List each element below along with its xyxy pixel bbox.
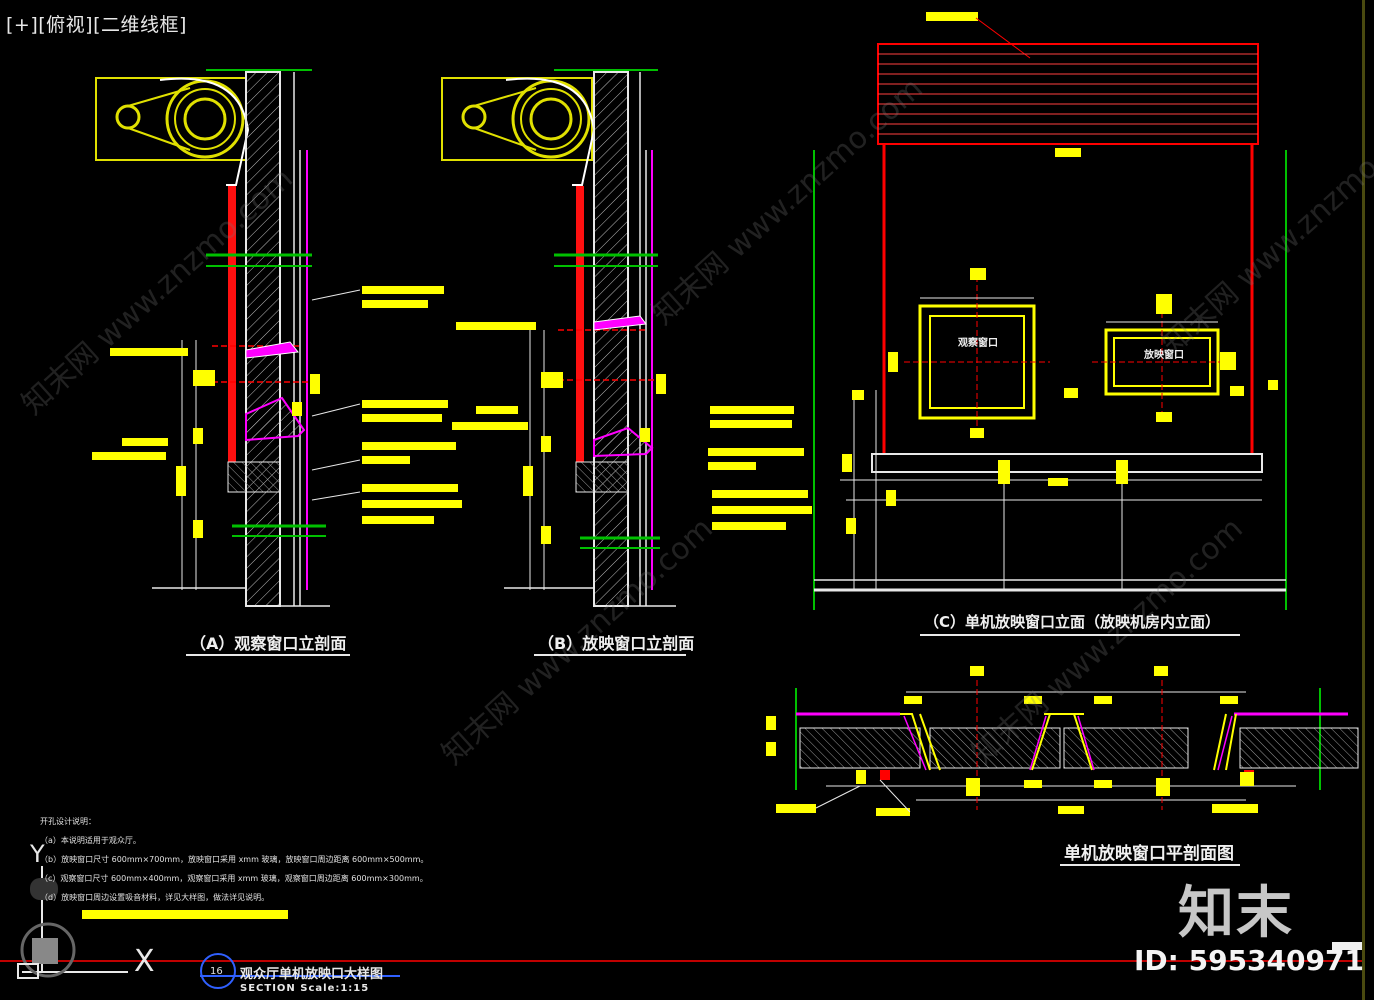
title-block-scale: SECTION Scale:1:15 [240,983,370,994]
ucs-x-label: X [134,944,155,979]
notes-line: （d）放映窗口周边设置吸音材料，详见大样图，做法详见说明。 [40,893,270,902]
observation-window-label: 观察窗口 [958,338,998,349]
view-cube-selector[interactable]: [俯视] [38,14,94,36]
ucs-icon [17,866,128,979]
projection-window-label: 放映窗口 [1144,350,1184,361]
viewport-plus-button[interactable]: [+] [6,14,39,36]
visual-style-selector[interactable]: [二维线框] [93,14,187,36]
section-b-drawing [441,69,812,607]
elevation-c-title: （C）单机放映窗口立面（放映机房内立面） [924,613,1221,631]
section-b-title: （B）放映窗口立剖面 [538,634,695,653]
wall-section-a [245,71,281,607]
title-bubble [200,953,236,989]
section-a-drawing [92,69,462,607]
design-notes: 开孔设计说明： （a）本说明适用于观众厅。 （b）放映窗口尺寸 600mm×70… [40,812,428,907]
title-block-name: 观众厅单机放映口大样图 [240,967,384,982]
plan-drawing [766,666,1359,816]
section-a-title: （A）观察窗口立剖面 [190,634,347,653]
ucs-y-label: Y [30,840,45,868]
section-a-underline [186,654,350,656]
plan-title: 单机放映窗口平剖面图 [1064,844,1234,864]
notes-line: （b）放映窗口尺寸 600mm×700mm，放映窗口采用 xmm 玻璃，放映窗口… [40,855,429,864]
notes-line: （a）本说明适用于观众厅。 [40,836,141,845]
elevation-c-underline [920,634,1240,636]
notes-heading: 开孔设计说明： [40,817,96,826]
notes-line: （c）观察窗口尺寸 600mm×400mm，观察窗口采用 xmm 玻璃，观察窗口… [40,874,428,883]
watermark-id: ID: 595340971 [1134,944,1364,977]
watermark-logo: 知末 [1178,881,1294,946]
red-frame-a [228,186,236,462]
plan-underline [1060,864,1240,866]
elevation-c-drawing [813,12,1287,610]
section-b-underline [534,654,686,656]
viewport-control-label[interactable]: [+][俯视][二维线框] [6,10,187,37]
notes-highlight [82,910,288,919]
title-block-number: 16 [210,966,223,977]
viewport-right-border [1362,0,1365,1000]
